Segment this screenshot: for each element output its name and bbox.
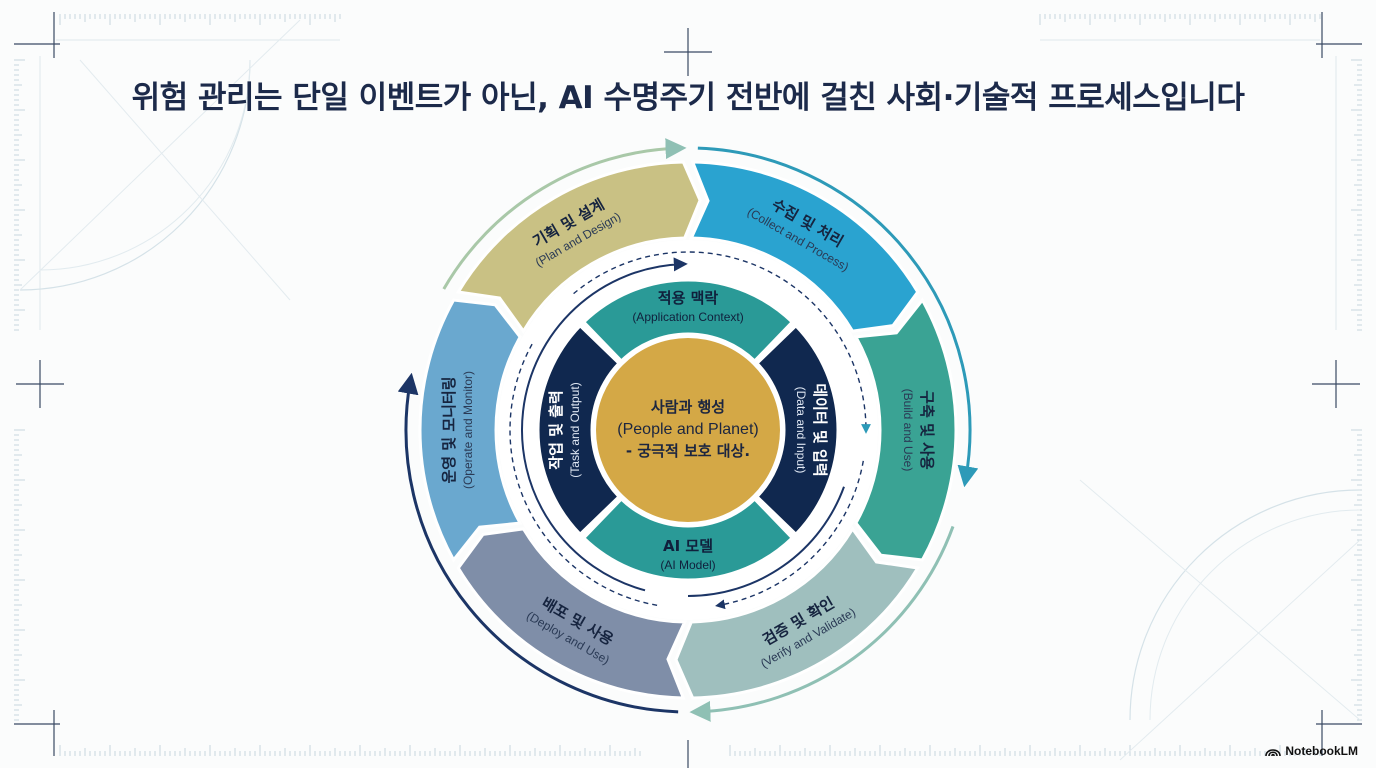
inner-arrow-dashed-bottom (715, 460, 864, 610)
stage-label-operate: 운영 및 모니터링(Operate and Monitor) (440, 371, 475, 489)
stage-title-operate: 운영 및 모니터링 (440, 376, 458, 483)
inner-title-top: 적용 맥락 (658, 289, 719, 307)
inner-label-top: 적용 맥락 (Application Context) (632, 289, 743, 324)
stage-build (853, 297, 958, 562)
notebooklm-logo-icon (1265, 749, 1282, 757)
outer-arrow-top-left (442, 138, 687, 290)
watermark-text: NotebookLM (1285, 744, 1358, 758)
inner-title-right: 데이터 및 입력 (811, 383, 829, 476)
inner-subtitle-top: (Application Context) (632, 310, 743, 324)
stage-label-build: 구축 및 사용(Build and Use) (901, 389, 936, 472)
inner-arrow-dashed-left (509, 340, 658, 606)
center-text-line2: (People and Planet) (617, 421, 758, 438)
stage-title-build: 구축 및 사용 (918, 390, 936, 470)
page-title: 위험 관리는 단일 이벤트가 아닌, AI 수명주기 전반에 걸친 사회·기술적… (131, 80, 1245, 116)
inner-subtitle-right: (Data and Input) (794, 387, 808, 474)
inner-segment-top (581, 278, 795, 364)
outer-arrow-right (697, 146, 979, 488)
stage-operate (418, 298, 523, 563)
center-text-line3: - 궁극적 보호 대상. (626, 442, 750, 460)
stage-subtitle-build: (Build and Use) (901, 389, 915, 472)
stage-deploy (456, 527, 687, 700)
outer-cycle-arrows (397, 138, 979, 722)
inner-label-bottom: AI 모델 (AI Model) (660, 537, 715, 572)
center-people-planet (596, 338, 780, 522)
outer-arrow-bottom-right (689, 525, 955, 722)
inner-segment-bottom (581, 496, 795, 582)
inner-title-bottom: AI 모델 (663, 537, 713, 555)
stage-collect (689, 160, 920, 333)
stage-plan (455, 160, 702, 334)
inner-arrow-solid-bottom (687, 486, 845, 597)
center-text-line1: 사람과 행성 (651, 398, 725, 416)
inner-segment-left (536, 323, 622, 537)
outer-arrow-left (397, 372, 679, 714)
inner-segment-right (754, 323, 840, 537)
inner-subtitle-bottom: (AI Model) (660, 558, 715, 572)
inner-arrow-solid-left (521, 257, 688, 592)
notebooklm-watermark: NotebookLM (1265, 744, 1358, 758)
inner-subtitle-left: (Task and Output) (568, 382, 582, 477)
center-circle (596, 338, 780, 522)
inner-title-left: 작업 및 출력 (547, 390, 565, 469)
inner-arrow-dashed-right (573, 251, 871, 434)
inner-label-left: 작업 및 출력(Task and Output) (547, 382, 582, 477)
stage-verify (674, 526, 921, 700)
stage-subtitle-operate: (Operate and Monitor) (461, 371, 475, 489)
outer-lifecycle-ring (418, 160, 958, 700)
inner-label-right: 데이터 및 입력(Data and Input) (794, 383, 829, 476)
